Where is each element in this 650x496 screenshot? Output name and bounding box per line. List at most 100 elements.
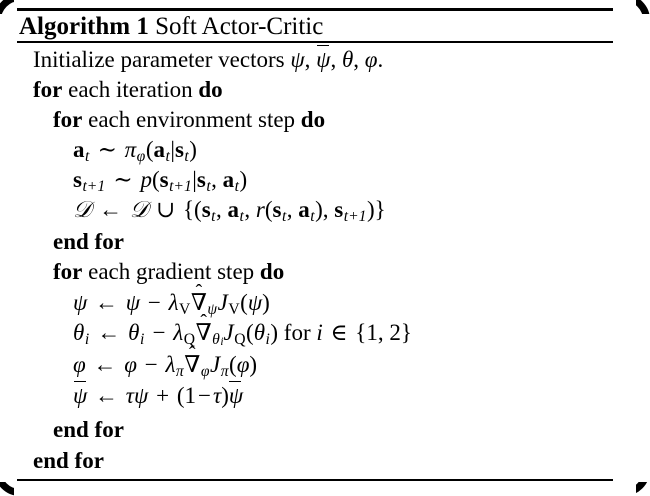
comma-1: , <box>304 47 311 72</box>
paren-close-5: ) <box>262 290 270 315</box>
algorithm-header-rule <box>17 41 613 43</box>
gradient-operator-psi: ∇ˆ <box>190 282 207 316</box>
paren-close-8: ) <box>221 383 229 408</box>
paren-open-6: ( <box>246 320 254 345</box>
keyword-do-1: do <box>198 77 223 102</box>
vector-s-3: s <box>159 167 169 192</box>
operator-union: ∪ <box>155 197 176 222</box>
operator-minus-3: − <box>144 352 158 377</box>
algorithm-line-for-gradient-step: for each gradient step do <box>53 259 284 289</box>
comma-5: , <box>216 197 222 222</box>
operator-assign-3: ← <box>97 320 121 345</box>
comma-9: , <box>377 320 384 345</box>
brace-open-1: { <box>183 197 195 222</box>
period-1: . <box>377 47 384 72</box>
text-each-environment-step: each environment step <box>88 107 296 132</box>
symbol-lambda-V: λ <box>168 290 179 315</box>
subscript-Q-1: Q <box>183 331 196 349</box>
gradient-operator-phi: ∇ˆ <box>184 344 201 378</box>
symbol-psi-arg-1: ψ <box>247 290 263 315</box>
symbol-lambda-pi: λ <box>165 352 176 377</box>
vector-a-2: a <box>153 137 165 162</box>
subscript-i-1: i <box>84 331 90 349</box>
operator-plus: + <box>156 383 170 408</box>
symbol-phi-rhs: φ <box>124 352 137 377</box>
keyword-for-2: for <box>53 107 83 132</box>
symbol-psi: ψ <box>290 47 305 72</box>
vector-s-4: s <box>196 167 206 192</box>
algorithm-top-rule <box>17 8 613 11</box>
algorithm-line-sample-action: at ∼ πφ(at|st) <box>73 137 197 167</box>
keyword-end-for-2: end for <box>53 417 124 442</box>
brace-open-2: { <box>355 320 367 345</box>
subscript-t-7: t <box>239 208 244 226</box>
algorithm-line-end-for-gradient-step: end for <box>53 417 124 447</box>
paren-open-3: ( <box>194 197 202 222</box>
function-p: p <box>140 167 152 192</box>
conditional-bar-1: | <box>170 137 175 162</box>
algorithm-line-end-for-env-step: end for <box>53 229 124 259</box>
operator-assign-1: ← <box>99 197 123 222</box>
operator-minus-4: − <box>197 383 211 408</box>
operator-minus-2: − <box>152 320 166 345</box>
comma-2: , <box>330 47 337 72</box>
nabla-icon-1: ∇ <box>190 290 207 315</box>
operator-in: ∈ <box>330 320 348 345</box>
symbol-tau-2: τ <box>212 383 222 408</box>
symbol-cal-D-2: 𝒟 <box>129 197 149 223</box>
subscript-t-plus-1-a: t+1 <box>82 178 106 196</box>
comma-7: , <box>286 197 293 222</box>
paren-open-4: ( <box>264 197 273 222</box>
operator-assign-2: ← <box>95 290 119 315</box>
vector-s-6: s <box>272 197 282 222</box>
symbol-lambda-Q: λ <box>173 320 184 345</box>
vector-s-1: s <box>174 137 184 162</box>
vector-s-5: s <box>201 197 211 222</box>
value-one-2: 1 <box>184 383 196 408</box>
subscript-t-6: t <box>211 208 216 226</box>
subscript-t-8: t <box>281 208 287 226</box>
algorithm-title-text: Soft Actor-Critic <box>155 13 324 40</box>
index-i: i <box>316 320 323 345</box>
paren-open-8: ( <box>176 383 185 408</box>
vector-a-4: a <box>227 197 240 222</box>
subscript-phi-2: φ <box>200 363 210 381</box>
subscript-phi-1: φ <box>136 148 146 166</box>
paren-open-2: ( <box>151 167 160 192</box>
operator-assign-5: ← <box>95 383 119 408</box>
paren-close-4: ) <box>366 197 375 222</box>
text-each-iteration: each iteration <box>68 77 193 102</box>
symbol-psi-target: ψ <box>134 383 149 408</box>
objective-J-2: J <box>223 320 234 345</box>
subscript-V-2: V <box>228 301 240 319</box>
operator-assign-4: ← <box>93 352 117 377</box>
subscript-t-1: t <box>85 148 90 166</box>
symbol-theta-lhs: θ <box>73 320 85 345</box>
paren-open-7: ( <box>229 352 237 377</box>
paren-close-7: ) <box>249 352 258 377</box>
symbol-tau-1: τ <box>125 383 135 408</box>
algorithm-line-for-env-step: for each environment step do <box>53 107 325 137</box>
symbol-phi-arg: φ <box>236 352 250 377</box>
nabla-icon-3: ∇ <box>184 352 201 377</box>
subscript-i-3: i <box>220 336 224 349</box>
algorithm-line-init: Initialize parameter vectors ψ, ψ, θ, φ. <box>33 45 384 77</box>
value-one: 1 <box>366 320 378 345</box>
function-r: r <box>255 197 265 222</box>
symbol-phi: φ <box>364 47 378 72</box>
symbol-pi-1: π <box>124 137 137 162</box>
symbol-theta-rhs: θ <box>128 320 140 345</box>
subscript-t-9: t <box>310 208 315 226</box>
operator-sim-1: ∼ <box>97 137 117 162</box>
subscript-V-1: V <box>179 301 191 319</box>
symbol-psi-bar-lhs: ψ <box>73 381 88 408</box>
symbol-psi-rhs: ψ <box>125 290 141 315</box>
vector-a-1: a <box>73 137 85 162</box>
symbol-phi-lhs: φ <box>73 352 86 377</box>
hat-accent-2: ˆ <box>200 312 207 334</box>
paren-close-3: ) <box>315 197 323 222</box>
